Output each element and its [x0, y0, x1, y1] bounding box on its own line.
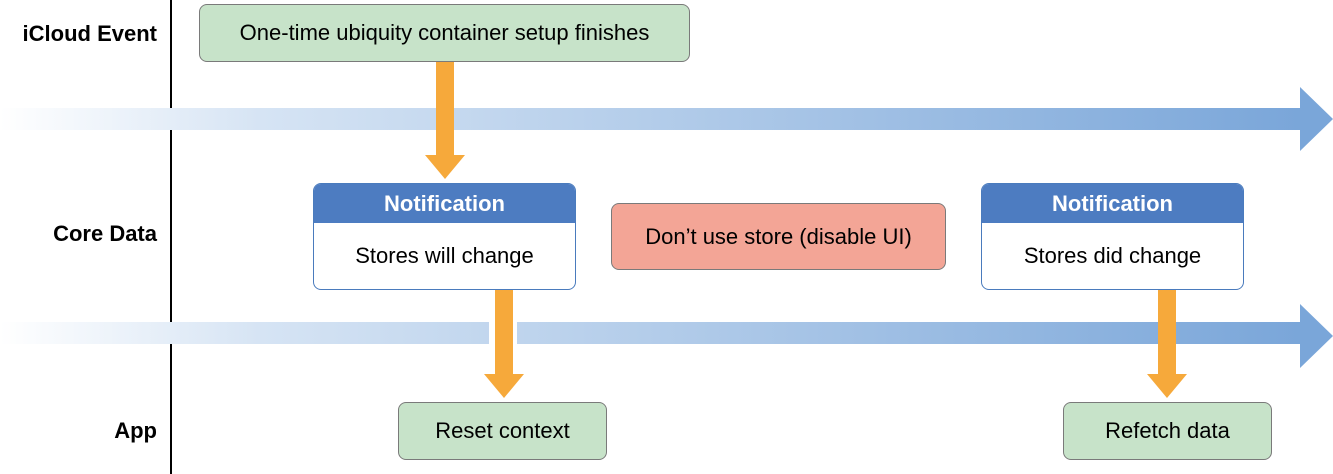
notification-did-change-body: Stores did change: [1023, 243, 1202, 268]
lane-label-core-data: Core Data: [53, 221, 157, 246]
setup-finishes-label: One-time ubiquity container setup finish…: [239, 20, 650, 45]
flow-arrow-setup-to-will-change: [425, 62, 465, 179]
flow-arrow-did-change-to-refetch: [1147, 289, 1187, 398]
notification-will-change: Notification Stores will change: [313, 183, 576, 290]
reset-context-label: Reset context: [435, 418, 570, 443]
notification-will-change-body: Stores will change: [355, 243, 534, 268]
notification-did-change: Notification Stores did change: [981, 183, 1244, 290]
notification-did-change-header: Notification: [982, 184, 1243, 223]
lane-label-app: App: [114, 418, 157, 443]
setup-finishes-box: One-time ubiquity container setup finish…: [199, 4, 690, 62]
dont-use-store-box: Don’t use store (disable UI): [611, 203, 946, 270]
refetch-data-label: Refetch data: [1105, 418, 1230, 443]
dont-use-store-label: Don’t use store (disable UI): [645, 223, 912, 249]
lane-label-icloud-event: iCloud Event: [22, 21, 157, 46]
refetch-data-box: Refetch data: [1063, 402, 1272, 460]
notification-will-change-header: Notification: [314, 184, 575, 223]
timeline-arrow-upper: [0, 87, 1333, 151]
reset-context-box: Reset context: [398, 402, 607, 460]
flow-arrow-will-change-to-reset: [484, 289, 524, 398]
timeline-arrow-lower: [0, 304, 1333, 368]
